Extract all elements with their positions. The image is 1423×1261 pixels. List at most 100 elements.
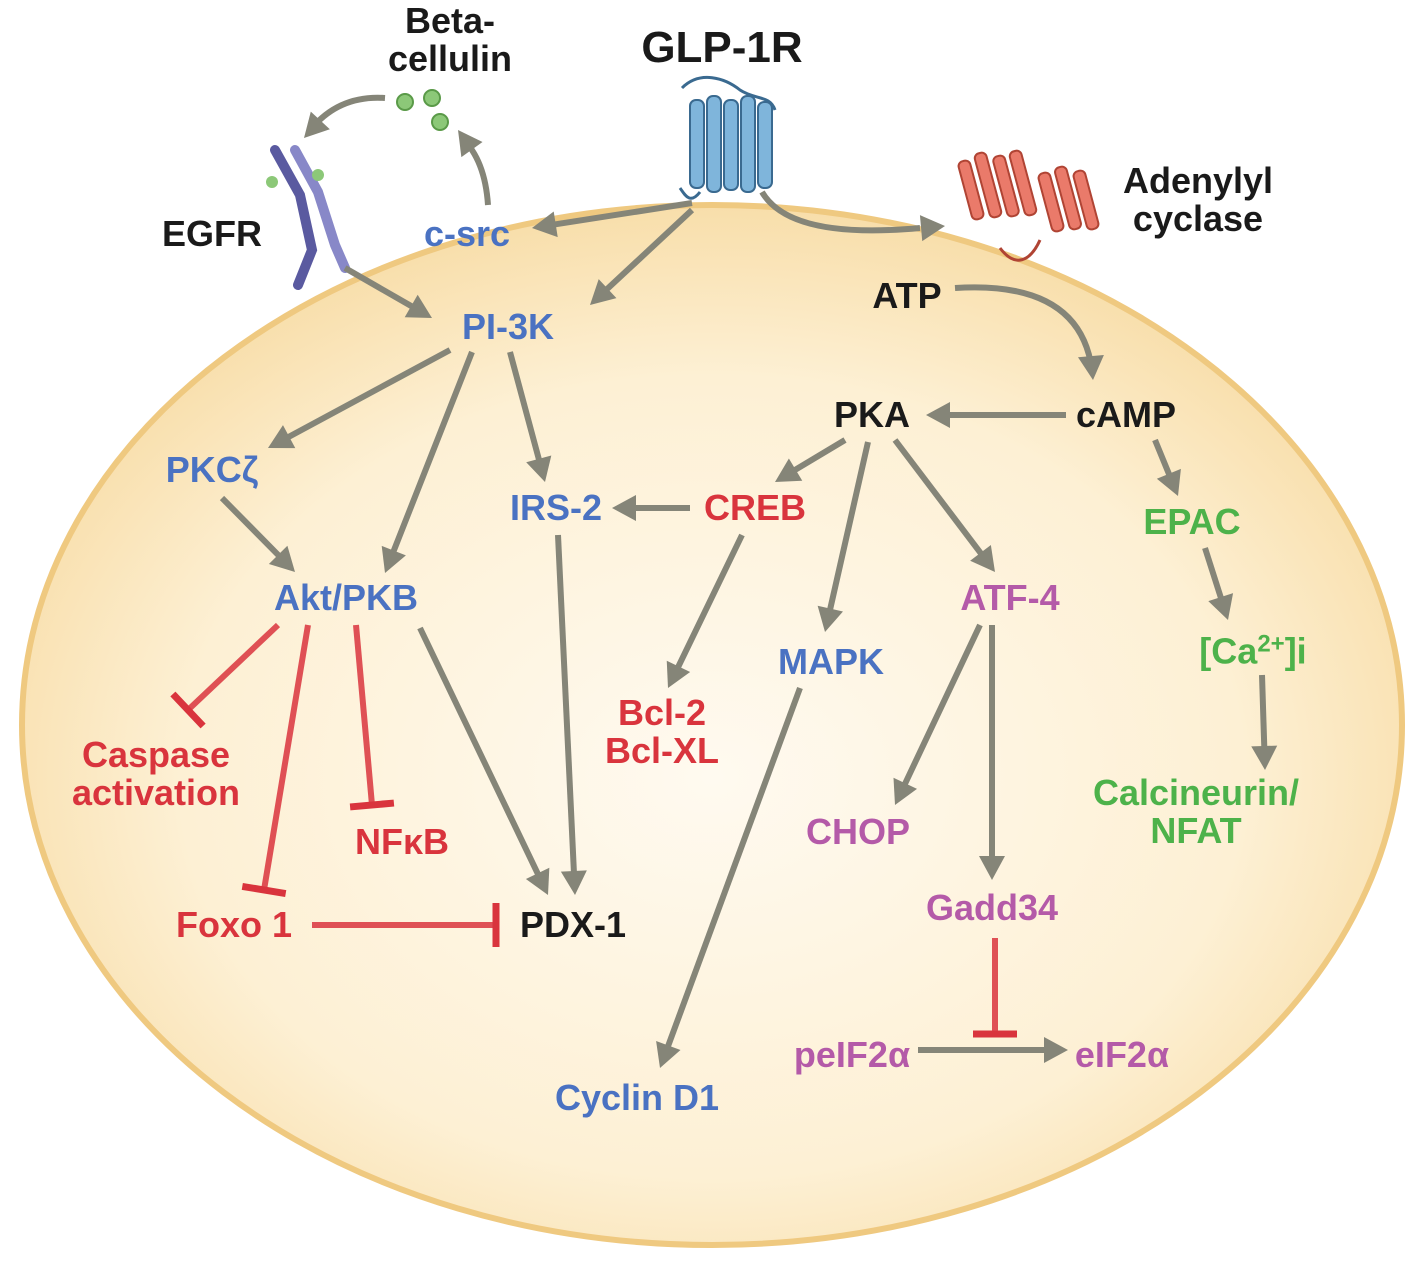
pi3k-label: PI-3K — [461, 306, 555, 347]
glp1r-receptor-icon — [678, 75, 777, 200]
peif2a-label: peIF2α — [793, 1034, 911, 1075]
epac-label: EPAC — [1143, 501, 1241, 542]
arrow-pi3k-to-irs2 — [507, 351, 544, 466]
arrow-calcium-to-calcineurin — [1259, 674, 1268, 753]
pka-label: PKA — [833, 394, 911, 435]
arrow-egfr-to-pi3k — [343, 265, 418, 312]
arrow-pka-to-creb-arrowhead — [775, 458, 803, 482]
arrow-atp-to-camp-arrowhead — [1077, 354, 1104, 380]
csrc-label: c-src — [423, 213, 511, 254]
arrow-pka-to-atf4 — [892, 438, 987, 560]
pdx1-label: PDX-1 — [519, 904, 627, 945]
arrow-akt-to-pdx1-arrowhead — [525, 867, 550, 895]
gadd34-label: Gadd34 — [925, 887, 1059, 928]
eif2a-label: eIF2α — [1074, 1034, 1170, 1075]
arrow-glp1r-to-adenylyl — [759, 190, 921, 234]
arrow-irs2-to-pdx1-arrowhead — [560, 870, 587, 895]
egfr-receptor-icon — [266, 145, 350, 290]
arrow-atf4-to-chop — [899, 623, 983, 791]
adenylyl-label-line2: cyclase — [1132, 198, 1264, 239]
arrow-creb-to-irs2-arrowhead — [612, 495, 636, 521]
arrow-irs2-to-pdx1 — [555, 534, 578, 878]
caspase-label: Caspase activation — [72, 736, 240, 812]
arrow-pka-to-mapk-arrowhead — [817, 605, 843, 632]
bcl2-label: Bcl-2 — [617, 692, 707, 733]
arrow-camp-to-pka-arrowhead — [926, 402, 950, 428]
inhibit-akt-foxo1 — [261, 624, 311, 891]
foxo1-label: Foxo 1 — [175, 904, 293, 945]
arrow-glp1r-to-pi3k — [601, 207, 695, 295]
arrow-csrc-to-betacellulin-arrowhead — [458, 130, 483, 158]
arrow-pi3k-to-pkcz-arrowhead — [268, 425, 296, 449]
betacellulin-label: Beta- cellulin — [388, 2, 512, 78]
arrow-betacellulin-to-egfr-arrowhead — [304, 111, 330, 138]
arrow-pi3k-to-pkcz — [282, 347, 452, 443]
calcium-label: [Ca2+]i — [1199, 625, 1306, 672]
arrow-glp1r-to-csrc — [549, 200, 693, 229]
calcium-label-sup: 2+ — [1257, 630, 1285, 658]
arrow-creb-to-bcl-arrowhead — [666, 660, 691, 688]
inhibition-edges — [170, 622, 1017, 1038]
arrow-akt-to-pdx1 — [417, 626, 543, 881]
arrow-mapk-to-cyclind1-arrowhead — [656, 1040, 681, 1068]
arrow-pi3k-to-irs2-arrowhead — [526, 455, 552, 482]
arrow-glp1r-to-adenylyl-arrowhead — [919, 215, 945, 242]
arrow-epac-to-calcium-arrowhead — [1208, 593, 1234, 620]
arrow-epac-to-calcium — [1202, 547, 1226, 604]
arrow-pi3k-to-akt — [388, 350, 475, 558]
adenylyl-label-line1: Adenylyl — [1122, 160, 1274, 201]
calcineurin-label: Calcineurin/ NFAT — [1093, 774, 1299, 850]
calcium-label-pre: [Ca — [1199, 630, 1258, 672]
arrow-camp-to-epac-arrowhead — [1156, 468, 1181, 496]
inhibit-akt-caspase-bar — [170, 691, 206, 729]
arrow-pka-to-atf4-arrowhead — [970, 545, 995, 572]
arrow-pka-to-creb — [788, 437, 847, 476]
arrow-pkcz-to-akt — [219, 495, 285, 562]
bcl-label: Bcl-2 Bcl-XL — [605, 694, 719, 770]
arrow-peif2a-to-eif2a-arrowhead — [1044, 1037, 1068, 1063]
caspase-label-line1: Caspase — [81, 734, 231, 775]
egfr-label: EGFR — [161, 213, 263, 254]
mapk-label: MAPK — [778, 641, 884, 682]
arrow-atf4-to-gadd34-arrowhead — [979, 856, 1005, 880]
arrow-camp-to-epac — [1152, 438, 1174, 481]
arrow-egfr-to-pi3k-arrowhead — [404, 294, 432, 318]
adenylyl-cyclase-icon — [957, 149, 1100, 262]
irs2-label: IRS-2 — [509, 487, 603, 528]
creb-label: CREB — [703, 487, 807, 528]
calcium-label-post: ]i — [1284, 630, 1307, 672]
adenylyl-cyclase-label: Adenylyl cyclase — [1123, 162, 1273, 238]
glp1r-label: GLP-1R — [641, 23, 803, 72]
calcineurin-label-line1: Calcineurin/ — [1092, 772, 1300, 813]
arrow-pkcz-to-akt-arrowhead — [268, 545, 295, 572]
nfkb-label: NFκB — [354, 821, 450, 862]
arrow-atf4-to-chop-arrowhead — [893, 777, 918, 805]
cyclind1-label: Cyclin D1 — [554, 1077, 720, 1118]
arrow-mapk-to-cyclind1 — [663, 686, 803, 1053]
inhibit-akt-nfkb-bar — [349, 799, 395, 811]
cell-membrane — [19, 202, 1405, 1248]
inhibit-akt-caspase — [185, 622, 281, 713]
arrow-creb-to-bcl — [673, 533, 745, 674]
arrow-calcium-to-calcineurin-arrowhead — [1251, 745, 1278, 770]
calcineurin-label-line2: NFAT — [1150, 810, 1242, 851]
pkcz-label: PKCζ — [165, 449, 259, 490]
atp-label: ATP — [872, 275, 942, 316]
chop-label: CHOP — [805, 811, 911, 852]
arrow-pka-to-mapk — [826, 441, 871, 616]
akt-label: Akt/PKB — [273, 577, 419, 618]
activation-arrows — [219, 94, 1278, 1068]
caspase-label-line2: activation — [71, 772, 241, 813]
arrow-pi3k-to-akt-arrowhead — [381, 545, 406, 573]
camp-label: cAMP — [1075, 394, 1177, 435]
betacellulin-label-line1: Beta- — [404, 0, 496, 41]
betacellulin-ligand-icon — [396, 89, 449, 131]
arrow-atp-to-camp — [954, 284, 1095, 371]
betacellulin-label-line2: cellulin — [387, 38, 513, 79]
inhibit-akt-foxo1-bar — [241, 882, 287, 898]
arrow-glp1r-to-csrc-arrowhead — [532, 211, 558, 238]
bclxl-label: Bcl-XL — [604, 730, 720, 771]
arrow-glp1r-to-pi3k-arrowhead — [590, 279, 617, 305]
